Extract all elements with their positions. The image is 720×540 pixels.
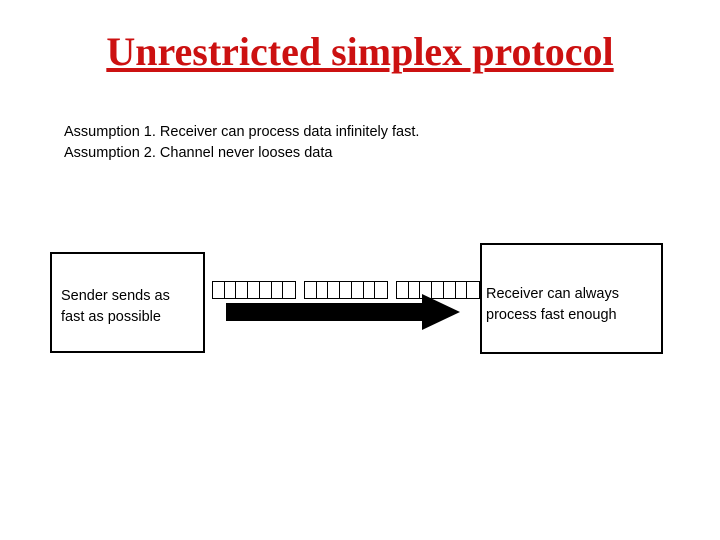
page-title: Unrestricted simplex protocol <box>106 29 614 74</box>
frame-cell <box>225 282 237 298</box>
receiver-box: Receiver can always process fast enough <box>480 243 663 354</box>
frame-cell <box>397 282 409 298</box>
frame-cell <box>340 282 352 298</box>
frame-cell <box>213 282 225 298</box>
assumption-line-1: Assumption 1. Receiver can process data … <box>64 124 420 140</box>
receiver-label-line-1: Receiver can always <box>486 286 619 302</box>
right-arrow-icon <box>226 294 460 330</box>
frame-train <box>212 281 296 299</box>
frame-cell <box>432 282 444 298</box>
frame-cell <box>236 282 249 298</box>
frame-train-group <box>212 281 480 301</box>
frame-cell <box>260 282 272 298</box>
frame-cell <box>248 282 260 298</box>
receiver-label-line-2: process fast enough <box>486 307 617 323</box>
assumption-line-2: Assumption 2. Channel never looses data <box>64 145 333 161</box>
sender-box: Sender sends as fast as possible <box>50 252 205 353</box>
receiver-box-label: Receiver can always process fast enough <box>486 284 619 326</box>
frame-cell <box>456 282 468 298</box>
frame-train <box>396 281 480 299</box>
frame-cell <box>305 282 317 298</box>
frame-cell <box>467 282 479 298</box>
sender-label-line-1: Sender sends as <box>61 288 170 304</box>
frame-cell <box>352 282 364 298</box>
frame-cell <box>364 282 376 298</box>
sender-box-label: Sender sends as fast as possible <box>61 286 170 328</box>
frame-cell <box>328 282 341 298</box>
frame-cell <box>444 282 456 298</box>
sender-label-line-2: fast as possible <box>61 309 161 325</box>
frame-cell <box>409 282 421 298</box>
assumptions-block: Assumption 1. Receiver can process data … <box>64 122 624 164</box>
frame-cell <box>317 282 329 298</box>
frame-cell <box>420 282 433 298</box>
frame-cell <box>272 282 284 298</box>
frame-train <box>304 281 388 299</box>
